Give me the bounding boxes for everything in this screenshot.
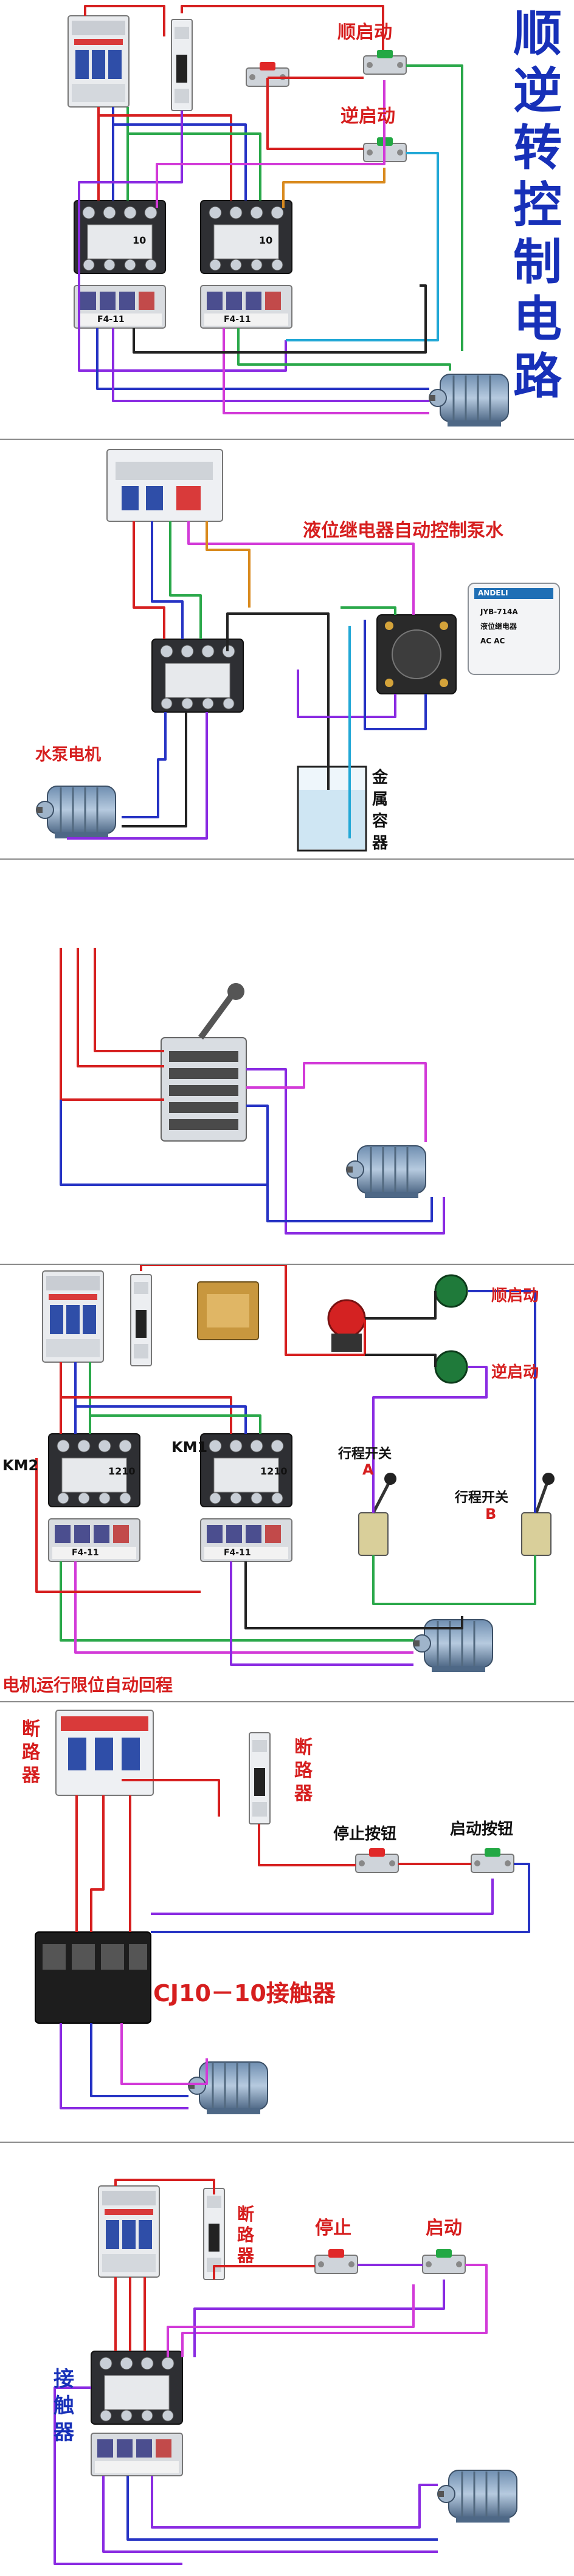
label-stop-p6: 停止 (315, 2218, 351, 2239)
motor-p1 (428, 373, 510, 428)
relay-marking-b: F4-11 (224, 315, 251, 324)
main-breaker (67, 15, 130, 108)
label-forward-start: 顺启动 (337, 22, 392, 43)
label-km1: KM1 (171, 1439, 208, 1456)
title-char: 转 (513, 119, 562, 176)
relay-marking-p4b: F4-11 (224, 1548, 251, 1558)
relay-voltage: AC AC (480, 637, 505, 645)
title-char: 顺 (513, 5, 562, 62)
label-limit-switch-a: 行程开关 (338, 1447, 392, 1462)
relay-name: 液位继电器 (480, 622, 517, 631)
caption-limit-return: 电机运行限位自动回程 (2, 1675, 173, 1695)
contactor-marking-p4a: 1210 (108, 1465, 136, 1477)
forward-start-button-p4[interactable] (434, 1274, 468, 1308)
breaker-p6 (98, 2185, 160, 2278)
forward-start-button[interactable] (363, 49, 407, 75)
start-button-p5[interactable] (471, 1848, 514, 1873)
contactor-marking-a: 10 (133, 235, 147, 246)
relay-model: JYB-714A (480, 608, 518, 616)
section-divider-4 (0, 1701, 574, 1702)
label-forward-start-p4: 顺启动 (491, 1287, 539, 1305)
title-char: 控 (513, 176, 562, 233)
limit-switch-a (358, 1512, 389, 1556)
label-contactor-p6: 接 触 器 (54, 2367, 74, 2445)
title-char: 路 (513, 348, 562, 405)
label-metal-container: 金 属 容 器 (372, 769, 389, 852)
level-relay-module (468, 583, 560, 675)
breaker-p4 (42, 1270, 104, 1363)
section-divider-5 (0, 2142, 574, 2143)
title-char: 逆 (513, 62, 562, 119)
vertical-title: 顺 逆 转 控 制 电 路 (506, 5, 569, 405)
panel-cj10-contactor (35, 1710, 530, 2115)
relay-brand: ANDELI (478, 589, 508, 597)
panel-limit-return (35, 1264, 555, 1673)
heading-level-relay: 液位继电器自动控制泵水 (303, 520, 503, 541)
control-breaker (171, 19, 193, 111)
panel-level-relay-pump (35, 449, 560, 852)
breaker-p2 (106, 449, 223, 522)
contactor-km2 (200, 200, 292, 274)
label-stop-button: 停止按钮 (333, 1825, 397, 1843)
emergency-stop[interactable] (327, 1299, 366, 1338)
motor-p5 (187, 2061, 269, 2115)
label-cj10-contactor: CJ10－10接触器 (153, 1980, 336, 2007)
label-breaker-left: 断 路 器 (22, 1719, 40, 1786)
panel-simple-start-stop (54, 2179, 518, 2565)
motor-p3 (345, 1145, 427, 1199)
relay-marking-p4a: F4-11 (72, 1548, 99, 1558)
label-start-button: 启动按钮 (450, 1820, 514, 1838)
section-divider-2 (0, 858, 574, 860)
stop-button-p5[interactable] (355, 1848, 399, 1873)
pump-motor (35, 785, 117, 840)
contactor-p6 (91, 2351, 183, 2425)
limit-switch-b (521, 1512, 552, 1556)
contactor-p2 (151, 639, 244, 713)
contactor-marking-p4b: 1210 (260, 1465, 288, 1477)
contactor-marking-b: 10 (259, 235, 273, 246)
contactor-km1 (74, 200, 166, 274)
thermal-relay-p6 (91, 2433, 183, 2476)
label-limit-switch-b: 行程开关 (455, 1490, 509, 1506)
label-b: B (485, 1506, 497, 1523)
section-divider-3 (0, 1264, 574, 1265)
relay-marking-a: F4-11 (97, 315, 125, 324)
title-char: 制 (513, 233, 562, 290)
label-pump-motor: 水泵电机 (35, 745, 101, 764)
panel-drum-switch (60, 948, 445, 1235)
label-a: A (362, 1461, 374, 1478)
breaker-p5-right (249, 1732, 271, 1824)
reverse-start-button-p4[interactable] (434, 1350, 468, 1384)
label-km2: KM2 (2, 1457, 39, 1474)
label-reverse-start-p4: 逆启动 (491, 1363, 539, 1382)
label-reverse-start: 逆启动 (341, 106, 395, 127)
section-divider-1 (0, 439, 574, 440)
control-breaker-p4 (130, 1274, 152, 1366)
label-breaker-p6: 断 路 器 (237, 2204, 255, 2266)
panel-forward-reverse (67, 5, 510, 428)
title-char: 电 (513, 290, 562, 348)
stop-button-p6[interactable] (314, 2249, 358, 2274)
label-start-p6: 启动 (426, 2218, 462, 2239)
label-breaker-right: 断 路 器 (294, 1737, 313, 1804)
motor-p6 (437, 2469, 518, 2524)
start-button-p6[interactable] (422, 2249, 466, 2274)
